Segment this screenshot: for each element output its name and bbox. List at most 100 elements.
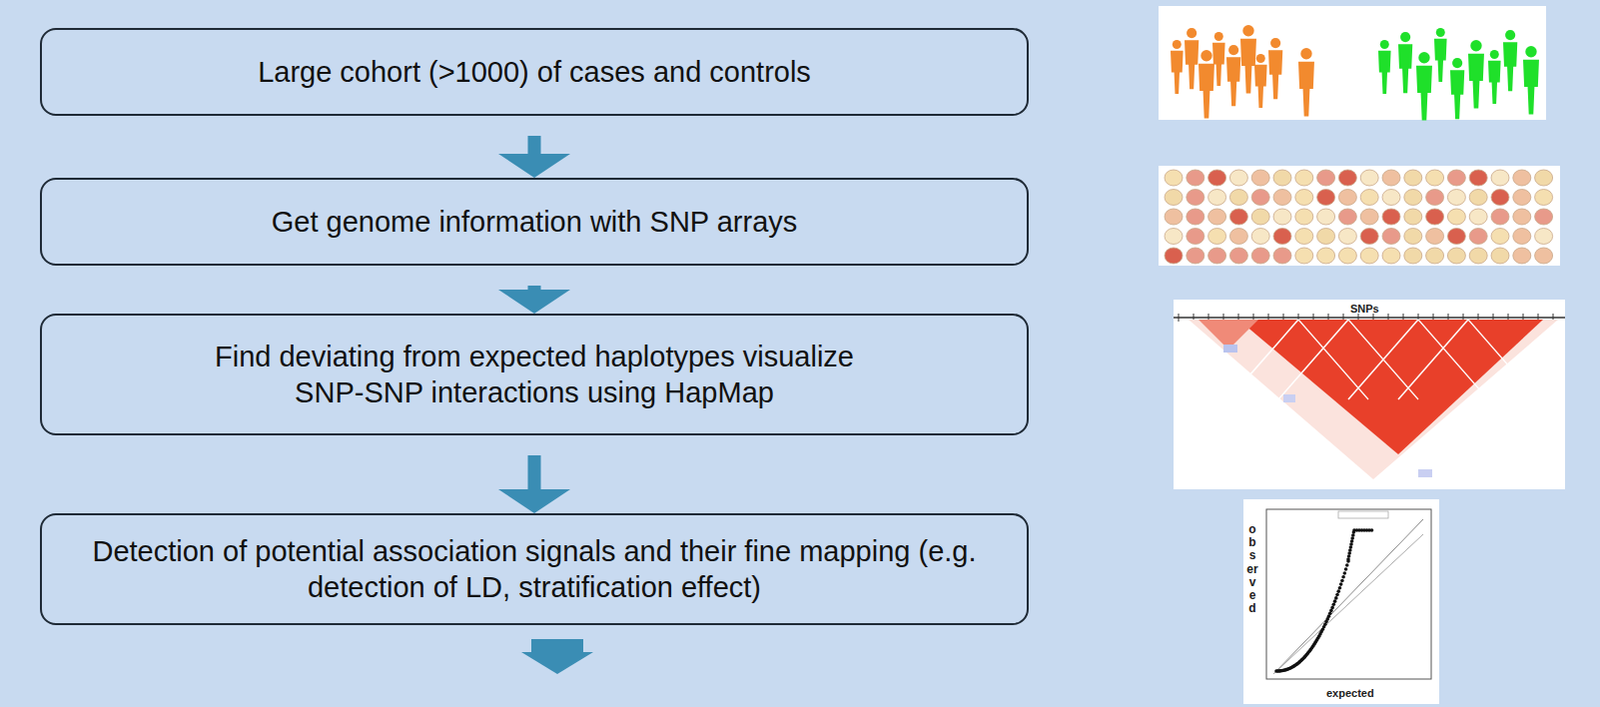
snp-dot	[1426, 169, 1445, 186]
snp-dot	[1251, 169, 1270, 186]
snp-dot	[1469, 208, 1488, 225]
snp-dot	[1426, 189, 1445, 206]
snp-dot	[1229, 189, 1248, 206]
box-text: Large cohort (>1000) of cases and contro…	[257, 53, 811, 90]
snp-dot	[1513, 208, 1532, 225]
snp-dot	[1338, 208, 1357, 225]
snp-dot	[1491, 169, 1510, 186]
flow-arrow	[528, 455, 542, 492]
snp-dot	[1251, 208, 1270, 225]
flow-arrow	[528, 135, 542, 156]
snp-dot	[1535, 228, 1554, 245]
ld-grid-lines	[1228, 319, 1539, 400]
snp-dot	[1404, 189, 1423, 206]
snp-dot	[1186, 228, 1205, 245]
qq-diagonal	[1273, 519, 1424, 675]
process-box: Detection of potential association signa…	[39, 513, 1029, 626]
snp-dot	[1382, 169, 1401, 186]
snp-dot	[1295, 169, 1314, 186]
ld-plot-panel	[1173, 299, 1566, 490]
process-box: Large cohort (>1000) of cases and contro…	[39, 27, 1029, 116]
ld-triangle-bg	[1188, 319, 1559, 480]
snp-dot	[1317, 247, 1336, 264]
snp-dot	[1382, 208, 1401, 225]
qq-points	[1274, 528, 1374, 674]
flow-arrow	[528, 285, 542, 292]
snp-dot	[1447, 189, 1466, 206]
snp-dot	[1360, 208, 1379, 225]
snp-dot	[1273, 169, 1292, 186]
snp-dot	[1535, 208, 1554, 225]
ld-blue	[1283, 394, 1296, 403]
snp-dot	[1447, 169, 1466, 186]
snp-dot	[1164, 247, 1183, 264]
people-panel	[1158, 5, 1547, 120]
snp-dot	[1295, 228, 1314, 245]
snp-dot	[1382, 228, 1401, 245]
snp-dot	[1295, 208, 1314, 225]
snp-dot	[1426, 208, 1445, 225]
snp-dot	[1469, 228, 1488, 245]
trailing-arrow-head	[521, 652, 594, 675]
qq-frame	[1266, 509, 1432, 680]
snp-dot	[1186, 189, 1205, 206]
snp-dot	[1338, 247, 1357, 264]
person-icon	[1268, 37, 1283, 99]
qq-panel	[1243, 499, 1440, 705]
snp-dot	[1382, 247, 1401, 264]
person-icon	[1378, 39, 1392, 94]
snp-dot	[1317, 228, 1336, 245]
snp-dot	[1338, 228, 1357, 245]
snp-dot	[1164, 169, 1183, 186]
snp-dot	[1229, 228, 1248, 245]
snp-dot	[1251, 247, 1270, 264]
snp-dot	[1513, 189, 1532, 206]
snp-dot	[1469, 247, 1488, 264]
ld-blue	[1223, 344, 1238, 353]
snp-dot	[1251, 189, 1270, 206]
snp-dot	[1273, 247, 1292, 264]
snp-dot	[1229, 208, 1248, 225]
qq-legend-box	[1338, 511, 1389, 519]
snp-dot	[1317, 189, 1336, 206]
person-icon	[1198, 49, 1215, 118]
snp-dot	[1295, 247, 1314, 264]
person-icon	[1503, 29, 1518, 91]
snp-dot	[1404, 228, 1423, 245]
snp-dot	[1229, 169, 1248, 186]
process-box: Find deviating from expected haplotypes …	[39, 313, 1029, 436]
snp-array-panel	[1158, 165, 1561, 266]
snp-dot	[1469, 169, 1488, 186]
snp-dot	[1251, 228, 1270, 245]
snp-dot	[1273, 189, 1292, 206]
box-text: Detection of potential association signa…	[74, 533, 994, 607]
person-icon	[1240, 24, 1257, 93]
snp-dot	[1447, 247, 1466, 264]
snp-dot	[1382, 189, 1401, 206]
snp-dot	[1273, 228, 1292, 245]
snp-dot	[1447, 208, 1466, 225]
person-icon	[1254, 53, 1268, 108]
axis-label: expected	[1326, 687, 1375, 700]
box-text: Get genome information with SNP arrays	[271, 203, 799, 240]
person-icon	[1416, 51, 1433, 120]
snp-dot	[1208, 228, 1227, 245]
snp-dot	[1208, 189, 1227, 206]
axis-label: observed	[1246, 523, 1259, 616]
snp-dot	[1208, 208, 1227, 225]
snp-dot	[1426, 228, 1445, 245]
snp-dot	[1338, 189, 1357, 206]
person-icon	[1523, 45, 1540, 114]
person-icon	[1398, 31, 1413, 93]
snp-dot	[1491, 208, 1510, 225]
snp-dot	[1229, 247, 1248, 264]
snp-dot	[1273, 208, 1292, 225]
snp-dot	[1360, 189, 1379, 206]
snp-dot	[1491, 247, 1510, 264]
snp-dot	[1186, 208, 1205, 225]
trailing-arrow-shaft	[531, 639, 584, 653]
qq-diagonal2	[1273, 534, 1424, 675]
person-icon	[1226, 44, 1241, 106]
ld-axis	[1173, 316, 1566, 319]
person-icon	[1298, 47, 1315, 116]
